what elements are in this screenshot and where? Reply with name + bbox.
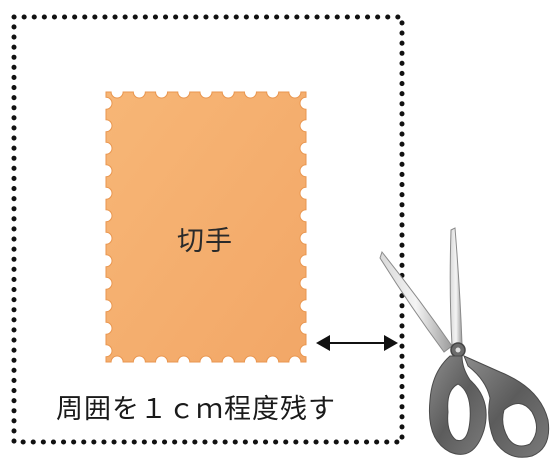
cut-line-border <box>11 14 405 445</box>
scissors-icon <box>379 227 550 458</box>
stamp <box>105 91 307 363</box>
instruction-text: 周囲を１ｃｍ程度残す <box>56 394 336 425</box>
stamp-label: 切手 <box>177 226 233 257</box>
